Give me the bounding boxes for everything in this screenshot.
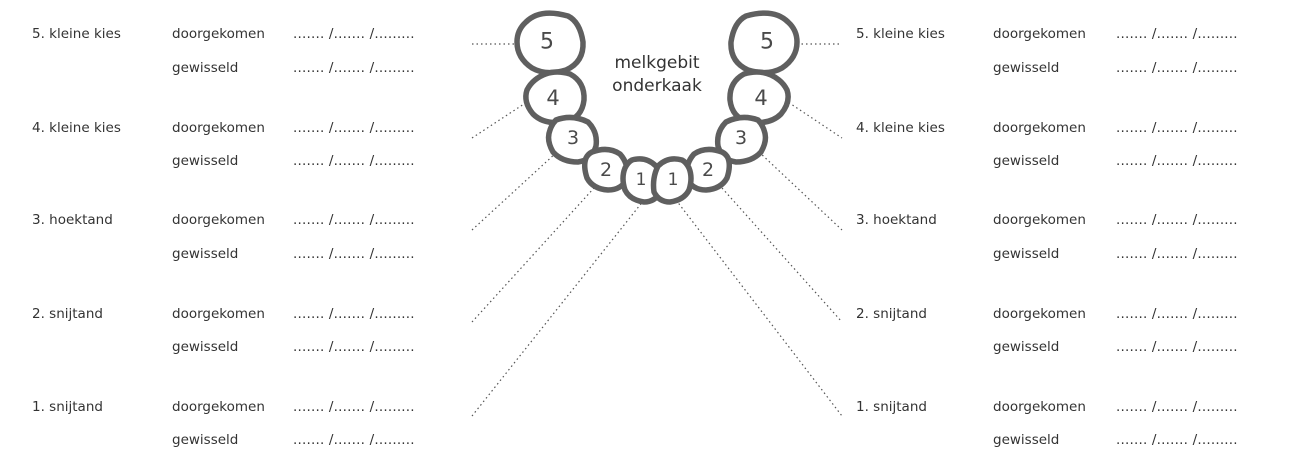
erupted-label: doorgekomen [172,212,265,228]
svg-text:3: 3 [567,127,579,149]
erupted-date-field[interactable]: ....... /....... /......... [293,399,415,415]
tooth-right-1 [650,156,694,205]
changed-date-field[interactable]: ....... /....... /......... [293,339,415,355]
erupted-label: doorgekomen [172,306,265,322]
changed-date-field[interactable]: ....... /....... /......... [1116,60,1238,76]
leader-lines [471,43,843,417]
changed-label: gewisseld [172,339,239,355]
changed-date-field[interactable]: ....... /....... /......... [1116,339,1238,355]
svg-text:2: 2 [600,159,612,181]
tooth-name-right-5: 5. kleine kies [856,26,945,42]
erupted-label: doorgekomen [993,120,1086,136]
svg-text:5: 5 [540,30,554,55]
tooth-left-5: 5 [514,10,586,76]
changed-label: gewisseld [172,153,239,169]
tooth-right-2 [683,146,733,193]
tooth-right-5-number: 5 [760,30,774,55]
tooth-left-4: 4 [523,69,587,126]
erupted-label: doorgekomen [172,120,265,136]
changed-label: gewisseld [172,60,239,76]
tooth-left-2: 2 [581,146,631,193]
changed-label: gewisseld [993,60,1060,76]
leader-right-2 [721,187,843,323]
tooth-right-5 [728,10,800,76]
diagram-title-line2: onderkaak [612,76,702,96]
leader-left-2 [471,187,595,323]
erupted-date-field[interactable]: ....... /....... /......... [1116,26,1238,42]
leader-right-1 [675,199,843,417]
tooth-name-left-4: 4. kleine kies [32,120,121,136]
leader-left-4 [471,101,528,139]
changed-date-field[interactable]: ....... /....... /......... [293,432,415,448]
erupted-label: doorgekomen [172,399,265,415]
tooth-right-2-number: 2 [702,159,714,181]
leader-right-4 [784,99,843,139]
erupted-label: doorgekomen [993,399,1086,415]
erupted-label: doorgekomen [172,26,265,42]
changed-label: gewisseld [993,432,1060,448]
svg-text:1: 1 [636,170,647,190]
tooth-right-4-number: 4 [754,86,767,110]
changed-label: gewisseld [993,153,1060,169]
tooth-name-left-5: 5. kleine kies [32,26,121,42]
leader-left-1 [471,199,645,417]
changed-date-field[interactable]: ....... /....... /......... [1116,153,1238,169]
tooth-name-right-1: 1. snijtand [856,399,927,415]
leader-right-3 [758,151,843,231]
erupted-date-field[interactable]: ....... /....... /......... [1116,306,1238,322]
erupted-label: doorgekomen [993,26,1086,42]
svg-text:4: 4 [546,86,559,110]
teeth-right [650,10,800,205]
erupted-date-field[interactable]: ....... /....... /......... [293,120,415,136]
erupted-label: doorgekomen [993,306,1086,322]
erupted-date-field[interactable]: ....... /....... /......... [293,212,415,228]
erupted-date-field[interactable]: ....... /....... /......... [1116,120,1238,136]
erupted-date-field[interactable]: ....... /....... /......... [1116,212,1238,228]
changed-label: gewisseld [993,339,1060,355]
changed-date-field[interactable]: ....... /....... /......... [1116,246,1238,262]
leader-left-3 [471,151,558,231]
tooth-right-3 [714,114,769,165]
tooth-left-3: 3 [545,114,600,165]
changed-date-field[interactable]: ....... /....... /......... [293,246,415,262]
changed-label: gewisseld [993,246,1060,262]
tooth-right-1-number: 1 [668,170,679,190]
changed-label: gewisseld [172,246,239,262]
changed-date-field[interactable]: ....... /....... /......... [1116,432,1238,448]
tooth-name-right-2: 2. snijtand [856,306,927,322]
changed-label: gewisseld [172,432,239,448]
tooth-name-right-3: 3. hoektand [856,212,937,228]
diagram-title-line1: melkgebit [614,53,699,73]
erupted-label: doorgekomen [993,212,1086,228]
tooth-name-right-4: 4. kleine kies [856,120,945,136]
erupted-date-field[interactable]: ....... /....... /......... [1116,399,1238,415]
tooth-name-left-2: 2. snijtand [32,306,103,322]
erupted-date-field[interactable]: ....... /....... /......... [293,26,415,42]
teeth-right-numbers: 5 4 3 2 1 [668,30,774,191]
changed-date-field[interactable]: ....... /....... /......... [293,153,415,169]
tooth-name-left-3: 3. hoektand [32,212,113,228]
changed-date-field[interactable]: ....... /....... /......... [293,60,415,76]
tooth-name-left-1: 1. snijtand [32,399,103,415]
tooth-right-3-number: 3 [735,127,747,149]
erupted-date-field[interactable]: ....... /....... /......... [293,306,415,322]
teeth-left: 5 4 3 2 1 [514,10,664,205]
